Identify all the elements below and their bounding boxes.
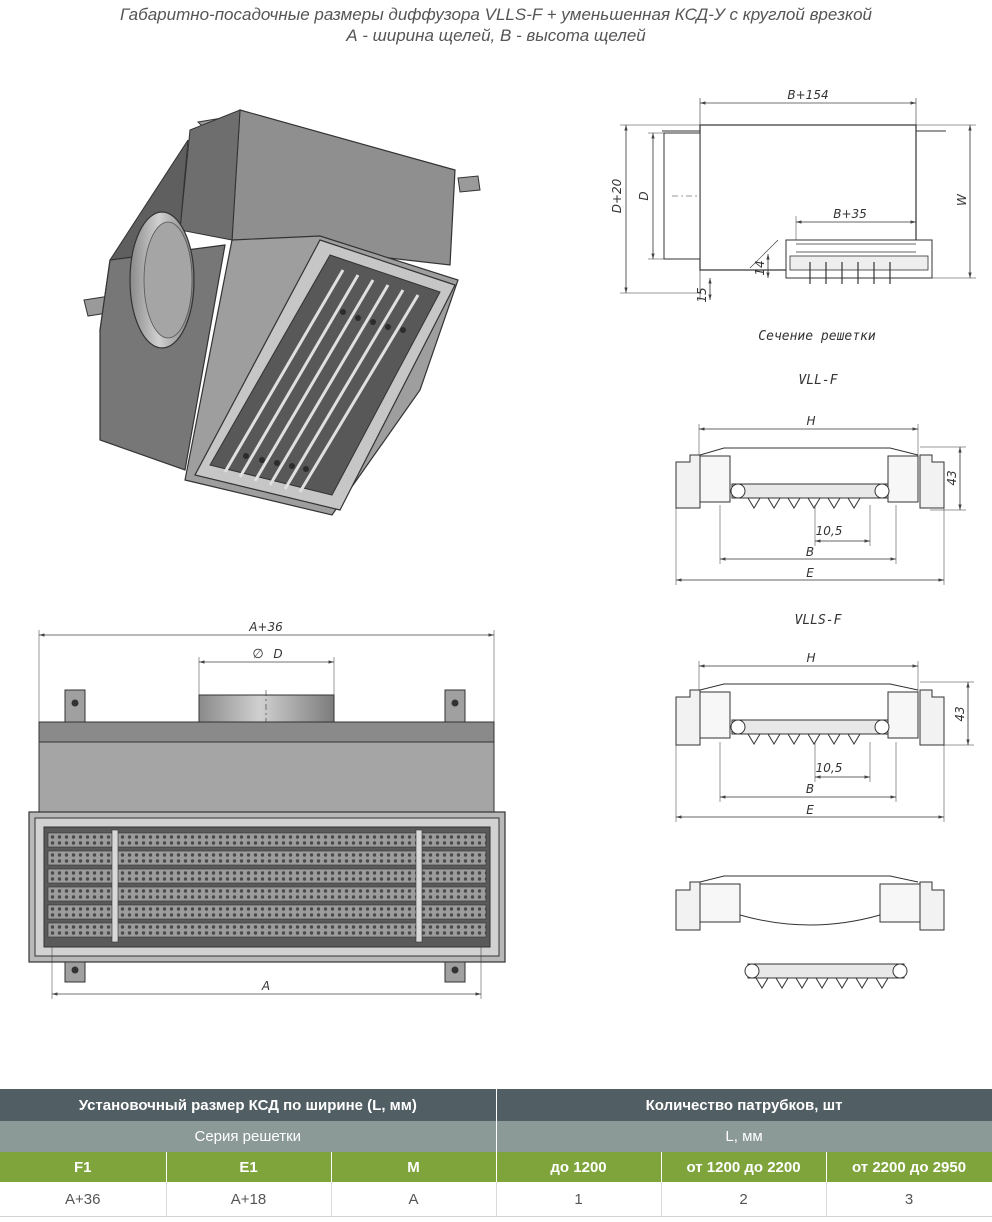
section-vll-f <box>675 424 966 585</box>
table-header-row-2: Серия решетки L, мм <box>0 1121 992 1152</box>
header-2200-2950: от 2200 до 2950 <box>826 1152 992 1182</box>
header-grille-series: Серия решетки <box>0 1121 497 1152</box>
cell-up-to-1200: 1 <box>496 1182 662 1217</box>
dim-d: D <box>637 191 651 200</box>
dim-a: A <box>261 979 270 993</box>
vlls-dim-e: E <box>806 803 814 817</box>
vlls-dim-43: 43 <box>953 706 967 721</box>
cell-e1: A+18 <box>166 1182 332 1217</box>
vlls-dim-10-5: 10,5 <box>816 761 843 775</box>
header-spigot-count: Количество патрубков, шт <box>496 1089 992 1121</box>
header-l-mm: L, мм <box>496 1121 992 1152</box>
title-line-1: Габаритно-посадочные размеры диффузора V… <box>120 5 872 24</box>
header-1200-2200: от 1200 до 2200 <box>661 1152 827 1182</box>
section-vlls-f <box>675 661 974 822</box>
dim-b-plus-154: B+154 <box>787 88 828 102</box>
exploded-section <box>675 875 945 989</box>
dim-15: 15 <box>695 287 709 302</box>
technical-drawing: B+154 D+20 D W B+35 14 15 Сечение решетк… <box>28 88 976 999</box>
table-row: A+36 A+18 A 1 2 3 <box>0 1182 992 1217</box>
table-header-row-1: Установочный размер КСД по ширине (L, мм… <box>0 1089 992 1121</box>
header-install-size: Установочный размер КСД по ширине (L, мм… <box>0 1089 497 1121</box>
dim-d-plus-20: D+20 <box>610 178 624 213</box>
header-f1: F1 <box>0 1152 167 1182</box>
front-view <box>28 630 506 999</box>
label-vlls-f: VLLS-F <box>795 613 843 628</box>
vll-dim-43: 43 <box>945 470 959 485</box>
header-e1: E1 <box>166 1152 332 1182</box>
isometric-view <box>83 109 481 516</box>
header-m: M <box>331 1152 497 1182</box>
dim-diam-d: D <box>273 647 282 661</box>
vll-dim-10-5: 10,5 <box>816 524 843 538</box>
side-view <box>620 98 976 300</box>
vll-dim-e: E <box>806 566 814 580</box>
label-vll-f: VLL-F <box>798 373 838 388</box>
vlls-dim-b: B <box>806 782 814 796</box>
header-up-to-1200: до 1200 <box>496 1152 662 1182</box>
spec-table: Установочный размер КСД по ширине (L, мм… <box>0 1089 992 1217</box>
cell-m: A <box>331 1182 497 1217</box>
vlls-dim-h: H <box>806 651 815 665</box>
drawing-title: Габаритно-посадочные размеры диффузора V… <box>0 4 992 46</box>
table-header-row-3: F1 E1 M до 1200 от 1200 до 2200 от 2200 … <box>0 1152 992 1182</box>
title-line-2: А - ширина щелей, В - высота щелей <box>346 26 646 45</box>
vll-dim-b: B <box>806 545 814 559</box>
cell-2200-2950: 3 <box>826 1182 992 1217</box>
caption-grille-section: Сечение решетки <box>758 329 876 344</box>
diameter-icon: ∅ <box>252 647 263 662</box>
cell-1200-2200: 2 <box>661 1182 827 1217</box>
dim-b-plus-35: B+35 <box>833 207 867 221</box>
cell-f1: A+36 <box>0 1182 167 1217</box>
vll-dim-h: H <box>806 414 815 428</box>
dim-14: 14 <box>753 260 767 275</box>
dim-a-plus-36: A+36 <box>248 620 283 634</box>
dim-w: W <box>955 193 969 206</box>
